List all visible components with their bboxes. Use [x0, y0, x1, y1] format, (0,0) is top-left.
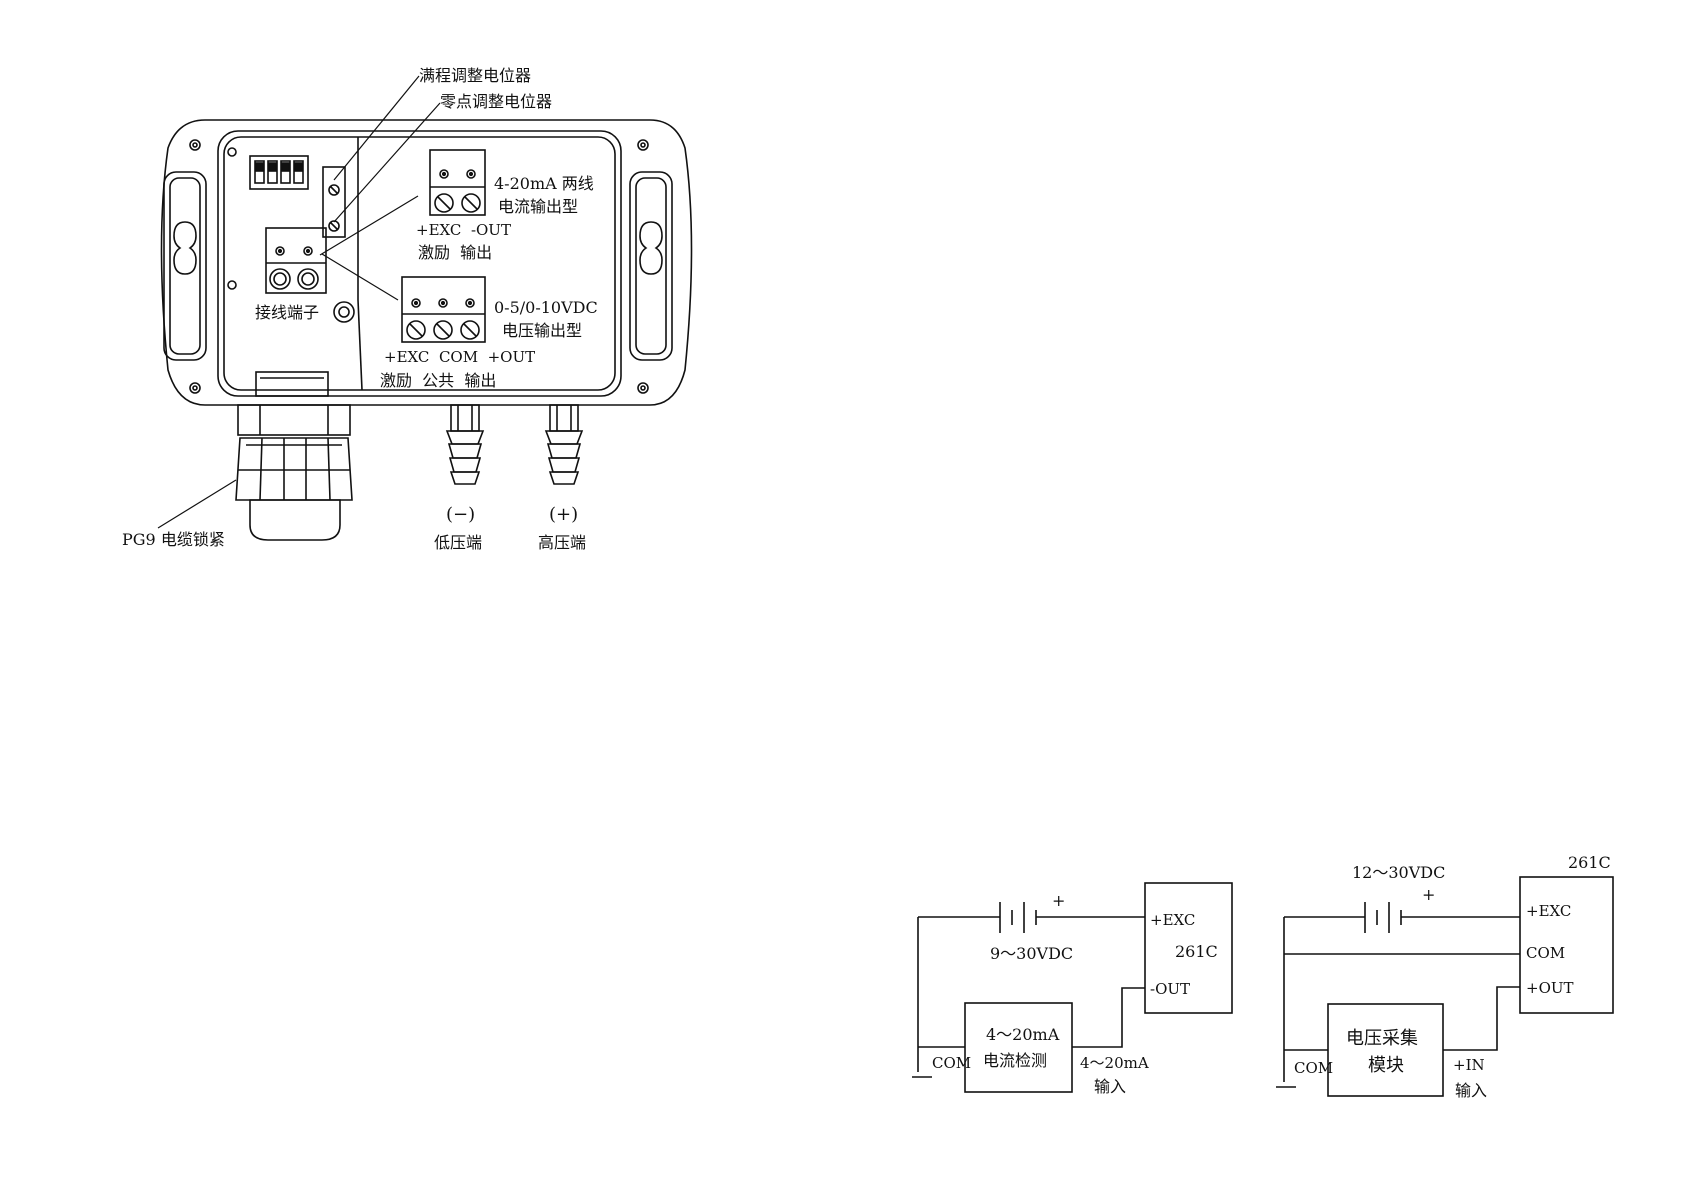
voltage-com-label: COM	[1294, 1059, 1333, 1077]
module-title: 电压采集	[1346, 1028, 1418, 1049]
voltage-output-subtitle: 电压输出型	[502, 321, 582, 340]
dip-switch	[250, 156, 308, 189]
current-terminal-signals: +EXC -OUT	[416, 221, 511, 239]
current-output-subtitle: 电流输出型	[498, 197, 578, 216]
voltage-pin-out: +OUT	[1526, 979, 1574, 997]
zero-pot-label: 零点调整电位器	[440, 92, 552, 111]
current-com-label: COM	[932, 1054, 971, 1072]
voltage-terminal-names: 激励 公共 输出	[380, 371, 496, 390]
voltage-pin-com: COM	[1526, 944, 1565, 962]
current-output-terminal	[430, 150, 485, 215]
terminal-block-label: 接线端子	[255, 303, 319, 322]
voltage-module-box	[1328, 1004, 1443, 1096]
module-subtitle: 模块	[1368, 1055, 1404, 1076]
low-port-symbol: (−)	[446, 504, 475, 525]
voltage-output-terminal	[402, 277, 485, 342]
current-supply-voltage: 9～30VDC	[990, 944, 1073, 963]
module-input-pin: +IN	[1453, 1056, 1485, 1074]
current-pin-exc: +EXC	[1150, 911, 1195, 929]
voltage-plus-sign: +	[1422, 885, 1435, 904]
current-plus-sign: +	[1052, 891, 1065, 910]
voltage-device-name: 261C	[1568, 853, 1611, 872]
high-port-label: 高压端	[538, 533, 586, 552]
pressure-port-low	[447, 405, 483, 484]
current-pin-out: -OUT	[1150, 980, 1190, 998]
module-input-label: 输入	[1455, 1081, 1487, 1100]
current-detector-box	[965, 1003, 1072, 1092]
detector-subtitle: 电流检测	[983, 1051, 1047, 1070]
current-device-name: 261C	[1175, 942, 1218, 961]
high-port-symbol: (+)	[549, 504, 578, 525]
current-input-label: 输入	[1094, 1077, 1126, 1096]
cable-gland	[236, 372, 352, 540]
detector-title: 4～20mA	[986, 1025, 1060, 1044]
current-input-range: 4～20mA	[1080, 1054, 1149, 1072]
voltage-output-title: 0-5/0-10VDC	[494, 298, 598, 317]
low-port-label: 低压端	[434, 533, 482, 552]
current-output-title: 4-20mA 两线	[494, 174, 594, 193]
span-pot-label: 满程调整电位器	[419, 66, 531, 85]
voltage-pin-exc: +EXC	[1526, 902, 1571, 920]
pressure-port-high	[546, 405, 582, 484]
voltage-terminal-signals: +EXC COM +OUT	[384, 348, 535, 366]
cable-gland-label: PG9 电缆锁紧	[122, 530, 225, 549]
potentiometer-block	[323, 167, 345, 237]
current-terminal-names: 激励 输出	[418, 243, 492, 262]
voltage-supply-voltage: 12～30VDC	[1352, 863, 1445, 882]
